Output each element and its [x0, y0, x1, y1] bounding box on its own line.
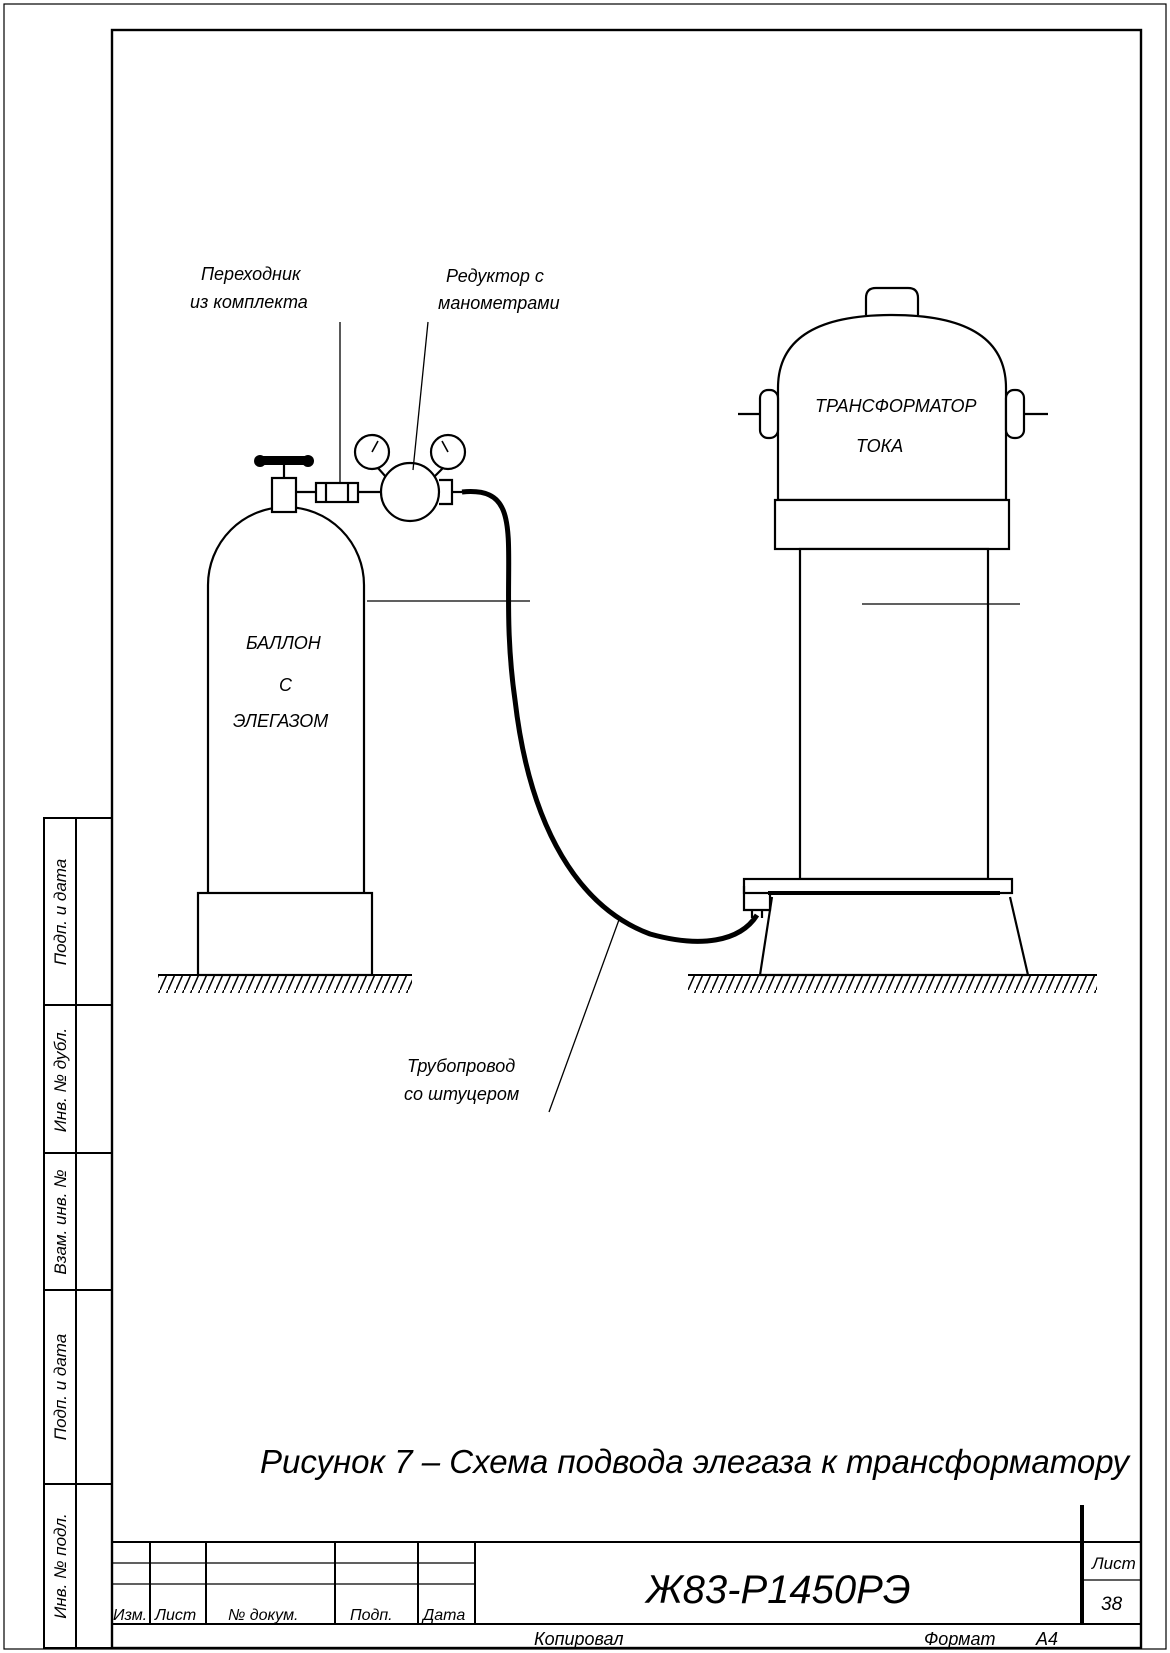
gas-cylinder	[196, 462, 374, 977]
title-block-col-sign: Подп.	[350, 1607, 393, 1624]
ground-left	[158, 974, 412, 993]
title-block-col-izm: Изм.	[113, 1607, 147, 1624]
sheet-border-outer	[3, 3, 1167, 1650]
label-reducer-line1: Редуктор с	[446, 266, 544, 286]
label-cylinder-line2: С	[279, 675, 293, 695]
format-label: Формат	[924, 1629, 995, 1649]
side-stamp	[43, 817, 113, 1649]
side-stamp-label: Инв. № дубл.	[51, 1028, 70, 1133]
adapter-fitting	[296, 481, 380, 504]
label-transformer-line1: ТРАНСФОРМАТОР	[815, 396, 977, 416]
side-stamp-labels: Инв. № подл. Подп. и дата Взам. инв. № И…	[51, 859, 70, 1619]
leader-lines	[339, 321, 1020, 1113]
figure-caption: Рисунок 7 – Схема подвода элегаза к тран…	[260, 1443, 1131, 1480]
title-block-col-date: Дата	[421, 1607, 465, 1624]
copied-label: Копировал	[534, 1629, 624, 1649]
side-stamp-label: Подп. и дата	[51, 1334, 70, 1440]
title-block-sheet-number: 38	[1101, 1594, 1123, 1615]
format-value: А4	[1035, 1629, 1058, 1649]
side-stamp-label: Инв. № подл.	[51, 1513, 70, 1619]
title-block-doc-number: Ж83-Р1450РЭ	[644, 1568, 911, 1612]
title-block-col-list: Лист	[154, 1607, 196, 1624]
label-cylinder-line3: ЭЛЕГАЗОМ	[233, 711, 328, 731]
title-block-col-doc: № докум.	[228, 1607, 298, 1624]
ground-right	[688, 974, 1097, 993]
label-cylinder-line1: БАЛЛОН	[246, 633, 322, 653]
label-transformer-line2: ТОКА	[856, 436, 903, 456]
label-pipeline-line1: Трубопровод	[407, 1056, 515, 1076]
gas-hose	[461, 489, 760, 944]
title-block-sheet-label: Лист	[1091, 1554, 1136, 1573]
label-pipeline-line2: со штуцером	[404, 1084, 519, 1104]
label-reducer-line2: манометрами	[438, 293, 560, 313]
current-transformer	[738, 286, 1048, 977]
side-stamp-label: Подп. и дата	[51, 859, 70, 965]
label-adapter-line2: из комплекта	[190, 292, 308, 312]
side-stamp-label: Взам. инв. №	[51, 1169, 70, 1274]
cylinder-valve-handwheel-icon	[254, 455, 314, 467]
title-block	[112, 1505, 1141, 1625]
label-adapter-line1: Переходник	[201, 264, 302, 284]
component-labels: Переходник из комплекта Редуктор с маном…	[190, 264, 977, 1104]
reducer-with-gauges	[353, 433, 467, 523]
